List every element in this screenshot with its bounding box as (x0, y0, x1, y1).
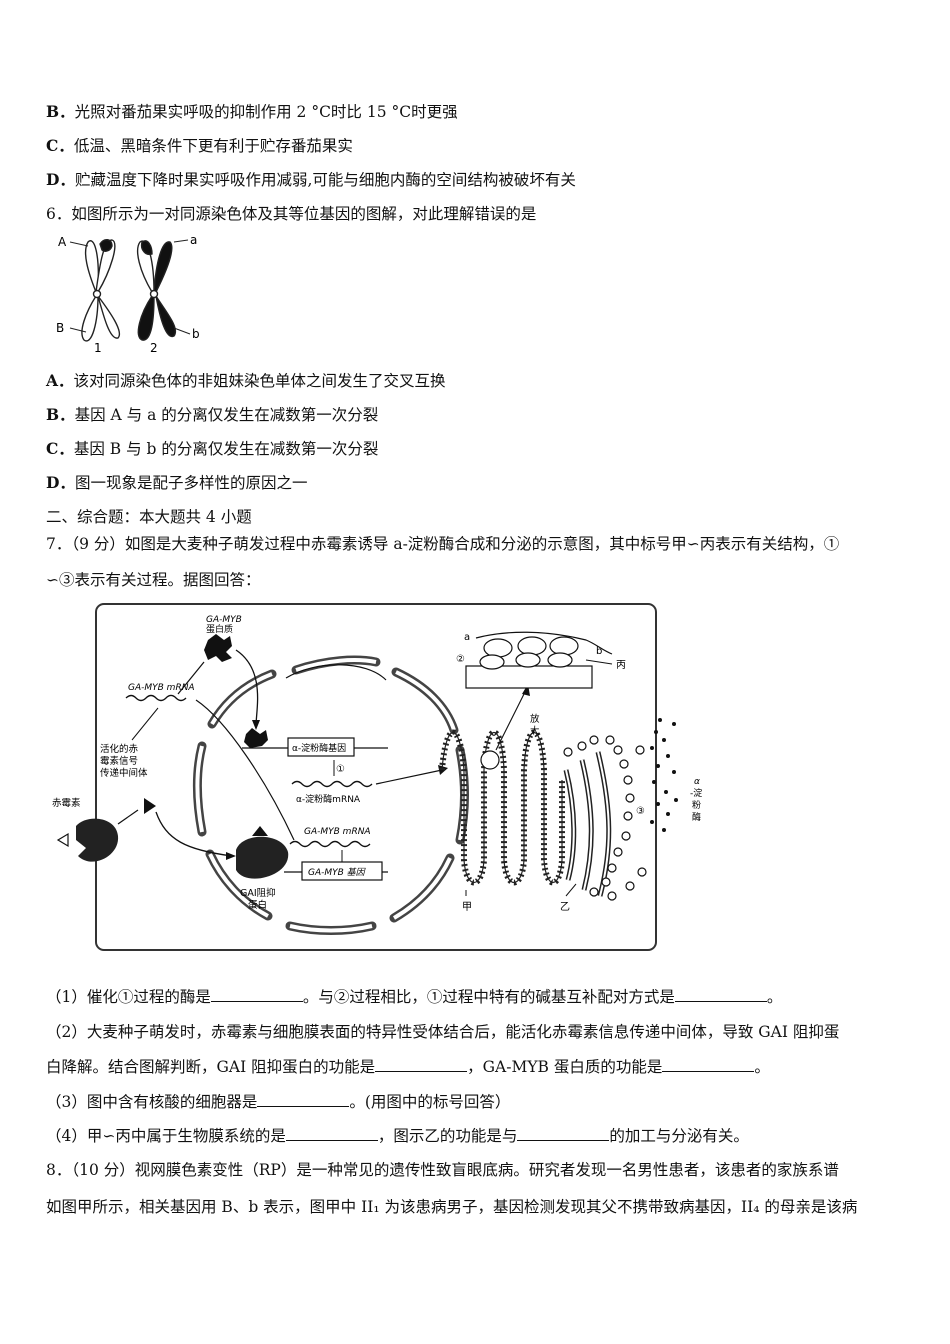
svg-text:放: 放 (530, 713, 540, 725)
gibberellin-amylase-figure: GA-MYB 蛋白质 GA-MYB mRNA 活化的赤 霉素信号 传递中间体 赤… (52, 603, 702, 951)
q5-option-d: D．贮藏温度下降时果实呼吸作用减弱,可能与细胞内酶的空间结构被破坏有关 (46, 170, 576, 189)
svg-text:GA-MYB 基因: GA-MYB 基因 (308, 867, 367, 878)
q6-stem: 6．如图所示为一对同源染色体及其等位基因的图解，对此理解错误的是 (46, 205, 537, 223)
label-a: a (190, 233, 197, 247)
svg-text:a: a (464, 632, 470, 643)
chromosome-1 (81, 239, 121, 342)
chromosome-2 (136, 240, 177, 341)
label-B: B (56, 321, 64, 335)
label-b: b (192, 327, 200, 341)
svg-text:α-淀粉酶mRNA: α-淀粉酶mRNA (296, 793, 361, 805)
label-A: A (58, 235, 67, 249)
answer-blank[interactable] (662, 1057, 755, 1072)
svg-text:蛋白: 蛋白 (248, 899, 267, 911)
svg-text:甲: 甲 (462, 902, 472, 913)
svg-text:α: α (694, 777, 700, 787)
cell-boundary (95, 603, 657, 951)
svg-text:③: ③ (636, 806, 645, 817)
answer-blank[interactable] (285, 1126, 378, 1141)
gibberellin-icon (56, 832, 69, 848)
svg-text:②: ② (456, 654, 465, 665)
svg-text:GA-MYB mRNA: GA-MYB mRNA (128, 683, 195, 693)
svg-text:霉素信号: 霉素信号 (100, 755, 138, 767)
q7-sub3: （3）图中含有核酸的细胞器是。(用图中的标号回答） (46, 1092, 511, 1111)
label-1: 1 (94, 341, 102, 354)
q8-line2: 如图甲所示，相关基因用 B、b 表示，图甲中 II₁ 为该患病男子，基因检测发现… (46, 1198, 858, 1216)
q7-sub2-line2: 白降解。结合图解判断，GAI 阻抑蛋白的功能是，GA-MYB 蛋白质的功能是。 (46, 1057, 770, 1076)
svg-text:丙: 丙 (616, 660, 626, 671)
svg-text:乙: 乙 (560, 901, 570, 913)
q6-option-b: B．基因 A 与 a 的分离仅发生在减数第一次分裂 (46, 405, 379, 424)
svg-text:赤霉素: 赤霉素 (52, 797, 81, 809)
svg-text:-淀: -淀 (690, 787, 702, 799)
bound-ga-myb-icon (244, 728, 268, 748)
answer-blank[interactable] (517, 1126, 610, 1141)
q6-option-d: D．图一现象是配子多样性的原因之一 (46, 473, 308, 492)
ga-myb-gene-box (301, 861, 383, 881)
q6-option-c: C．基因 B 与 b 的分离仅发生在减数第一次分裂 (46, 439, 379, 458)
answer-blank[interactable] (210, 987, 303, 1002)
svg-text:大: 大 (530, 725, 540, 737)
svg-text:酶: 酶 (692, 811, 701, 823)
ga-myb-protein-icon (204, 634, 232, 662)
q7-sub1: （1）催化①过程的酶是。与②过程相比，①过程中特有的碱基互补配对方式是。 (46, 987, 783, 1006)
amylase-gene-box (287, 737, 355, 757)
label-2: 2 (150, 341, 158, 354)
answer-blank[interactable] (257, 1092, 350, 1107)
svg-text:α-淀粉酶基因: α-淀粉酶基因 (292, 742, 346, 754)
vesicles (563, 735, 647, 901)
svg-text:①: ① (336, 764, 345, 775)
signal-intermediate-icon (144, 798, 156, 814)
inset-ribosomes (479, 636, 579, 670)
gai-protein-icon (236, 836, 289, 879)
svg-text:蛋白质: 蛋白质 (206, 623, 233, 635)
svg-text:b: b (596, 646, 602, 657)
amylase-dots (650, 718, 678, 832)
amylase-mrna-wave (291, 780, 373, 788)
q5-option-c: C．低温、黑暗条件下更有利于贮存番茄果实 (46, 136, 353, 155)
receptor-icon (76, 818, 119, 862)
magnify-circle (480, 750, 500, 770)
svg-text:GA-MYB: GA-MYB (206, 615, 242, 625)
svg-text:GA-MYB mRNA: GA-MYB mRNA (304, 827, 371, 837)
q7-stem-line1: 7．（9 分）如图是大麦种子萌发过程中赤霉素诱导 a-淀粉酶合成和分泌的示意图，… (46, 535, 840, 553)
inset-membrane (465, 665, 593, 689)
answer-blank[interactable] (674, 987, 767, 1002)
q5-option-b: B．光照对番茄果实呼吸的抑制作用 2 °C时比 15 °C时更强 (46, 102, 458, 121)
svg-text:传递中间体: 传递中间体 (100, 767, 148, 779)
ga-myb-mrna-wave (125, 694, 187, 702)
section-title: 二、综合题：本大题共 4 小题 (46, 508, 252, 526)
q7-sub4: （4）甲∽丙中属于生物膜系统的是，图示乙的功能是与的加工与分泌有关。 (46, 1126, 749, 1145)
chromosome-figure: A B a b 1 2 (56, 233, 200, 354)
svg-text:粉: 粉 (692, 799, 701, 811)
q6-option-a: A．该对同源染色体的非姐妹染色单体之间发生了交叉互换 (46, 371, 446, 390)
svg-text:GAI阻抑: GAI阻抑 (240, 887, 276, 899)
q7-stem-line2: ∽③表示有关过程。据图回答： (46, 571, 261, 589)
q7-sub2-line1: （2）大麦种子萌发时，赤霉素与细胞膜表面的特异性受体结合后，能活化赤霉素信息传递… (46, 1023, 840, 1041)
q8-line1: 8．（10 分）视网膜色素变性（RP）是一种常见的遗传性致盲眼底病。研究者发现一… (46, 1161, 839, 1179)
answer-blank[interactable] (375, 1057, 468, 1072)
svg-text:活化的赤: 活化的赤 (100, 743, 139, 755)
